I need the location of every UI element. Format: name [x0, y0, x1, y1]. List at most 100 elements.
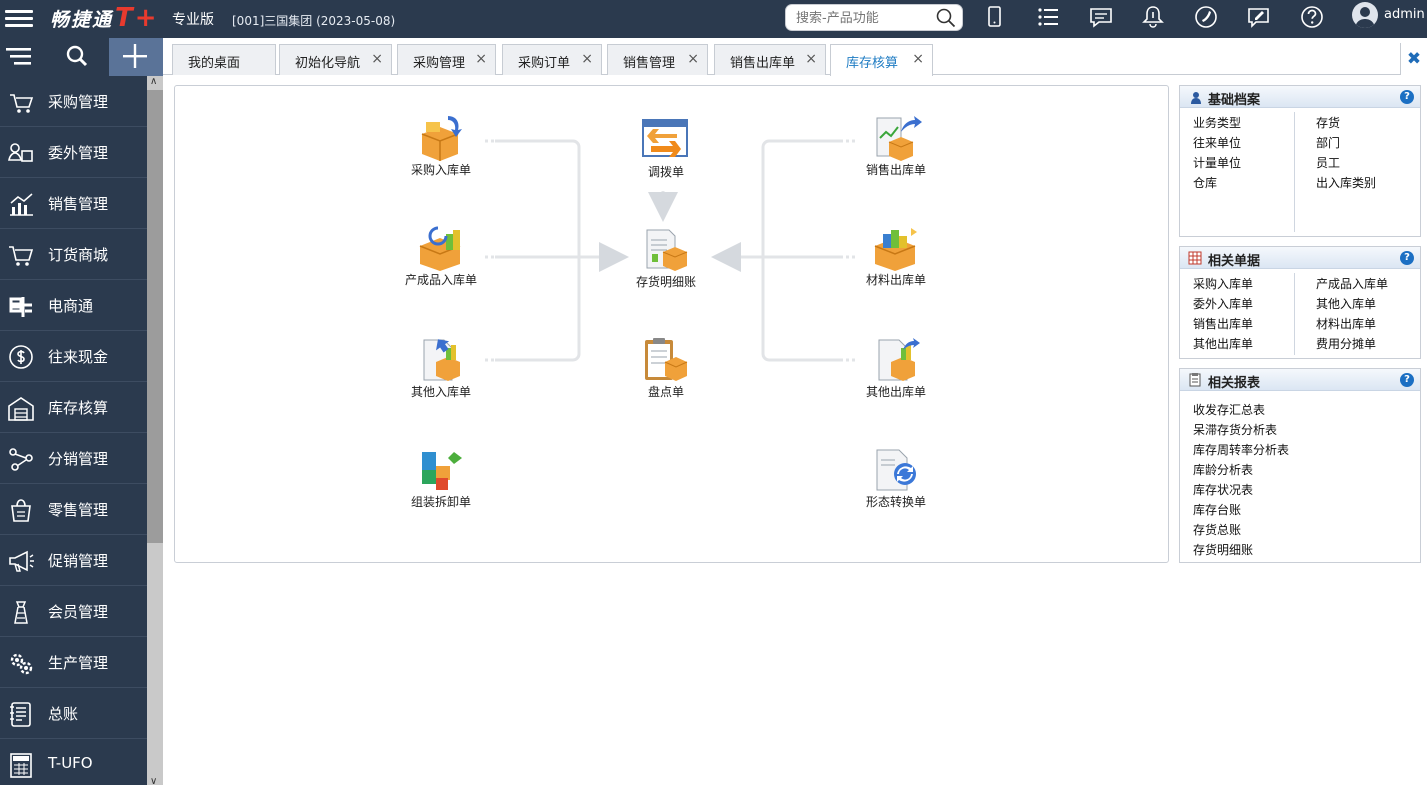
mobile-icon[interactable] — [980, 3, 1008, 31]
scroll-thumb[interactable] — [147, 90, 163, 543]
panel-link[interactable]: 采购入库单 — [1193, 277, 1254, 291]
panel-link[interactable]: 销售出库单 — [1193, 317, 1254, 331]
close-icon[interactable]: × — [475, 51, 487, 67]
flow-sales-out[interactable]: 销售出库单 — [846, 114, 946, 177]
report-link[interactable]: 收发存汇总表 — [1193, 403, 1266, 417]
flow-transfer[interactable]: 调拨单 — [616, 116, 716, 179]
panel-link[interactable]: 材料出库单 — [1316, 317, 1377, 331]
nav-item-2[interactable]: 委外管理 — [0, 127, 147, 178]
close-all-tabs-button[interactable]: ✖ — [1400, 43, 1427, 75]
tab-5[interactable]: 销售管理× — [607, 44, 708, 75]
panel-link[interactable]: 部门 — [1316, 136, 1341, 150]
list-icon[interactable] — [1034, 3, 1062, 31]
panel-link[interactable]: 业务类型 — [1193, 116, 1242, 130]
bell-icon[interactable] — [1139, 3, 1167, 31]
nav-item-1[interactable]: 采购管理 — [0, 76, 147, 127]
panel-link[interactable]: 计量单位 — [1193, 156, 1242, 170]
gears-icon — [10, 653, 33, 675]
panel-link[interactable]: 产成品入库单 — [1316, 277, 1389, 291]
flow-material-out[interactable]: 材料出库单 — [846, 224, 946, 287]
tab-6[interactable]: 销售出库单× — [714, 44, 826, 75]
nav-add-button[interactable] — [109, 38, 163, 76]
flow-other-in[interactable]: 其他入库单 — [391, 336, 491, 399]
nav-item-8[interactable]: 分销管理 — [0, 433, 147, 484]
panel-link[interactable]: 往来单位 — [1193, 136, 1242, 150]
nav-item-7[interactable]: 库存核算 — [0, 382, 147, 433]
message-icon[interactable] — [1087, 3, 1115, 31]
panel-link[interactable]: 其他入库单 — [1316, 297, 1377, 311]
nav-item-11[interactable]: 会员管理 — [0, 586, 147, 637]
chart-box-out-icon — [876, 116, 922, 161]
nav-item-10[interactable]: 促销管理 — [0, 535, 147, 586]
panel-link[interactable]: 其他出库单 — [1193, 337, 1254, 351]
close-icon[interactable]: × — [371, 51, 383, 67]
search-icon — [66, 45, 88, 67]
tab-1[interactable]: 我的桌面 — [172, 44, 276, 75]
scroll-up-icon[interactable]: ∧ — [150, 76, 158, 87]
panel-link[interactable]: 出入库类别 — [1316, 176, 1377, 190]
nav-item-label: 销售管理 — [48, 195, 109, 213]
cubes-assembly-icon — [422, 452, 462, 490]
tab-label: 库存核算 — [846, 56, 899, 71]
flow-purchase-in[interactable]: 采购入库单 — [391, 114, 491, 177]
nav-item-9[interactable]: 零售管理 — [0, 484, 147, 535]
nav-search-button[interactable] — [54, 38, 108, 76]
close-icon[interactable]: × — [805, 51, 817, 67]
panel-link[interactable]: 员工 — [1316, 156, 1341, 170]
close-icon[interactable]: × — [687, 51, 699, 67]
flow-other-out[interactable]: 其他出库单 — [846, 336, 946, 399]
nav-item-13[interactable]: 总账 — [0, 688, 147, 739]
main-menu-icon[interactable] — [5, 6, 33, 30]
panel-link[interactable]: 费用分摊单 — [1316, 337, 1377, 351]
panel-link[interactable]: 仓库 — [1193, 176, 1218, 190]
panel-link[interactable]: 委外入库单 — [1193, 297, 1254, 311]
nav-item-label: 订货商城 — [48, 246, 109, 264]
tab-3[interactable]: 采购管理× — [397, 44, 496, 75]
report-link[interactable]: 库龄分析表 — [1193, 463, 1254, 477]
nav-item-5[interactable]: 电商通 — [0, 280, 147, 331]
nav-item-14[interactable]: T-UFO — [0, 739, 147, 785]
search-input[interactable] — [796, 9, 936, 27]
user-archive-icon — [1191, 92, 1201, 104]
search-icon[interactable] — [936, 8, 956, 28]
nav-item-4[interactable]: 订货商城 — [0, 229, 147, 280]
report-link[interactable]: 存货总账 — [1193, 523, 1242, 537]
flow-stock-detail[interactable]: 存货明细账 — [616, 226, 716, 289]
panel-header: 相关单据 ? — [1180, 247, 1420, 269]
related-reports-list: 收发存汇总表呆滞存货分析表库存周转率分析表库龄分析表库存状况表库存台账存货总账存… — [1180, 391, 1420, 562]
flow-stocktake[interactable]: 盘点单 — [616, 336, 716, 399]
nav-item-label: 委外管理 — [48, 144, 109, 162]
avatar[interactable] — [1352, 2, 1378, 28]
tab-bar: 我的桌面初始化导航×采购管理×采购订单×销售管理×销售出库单×库存核算× — [163, 38, 1427, 76]
flow-form-convert[interactable]: 形态转换单 — [846, 446, 946, 509]
chat-edit-icon[interactable] — [1245, 3, 1273, 31]
nav-scrollbar[interactable]: ∧ ∨ — [147, 76, 163, 787]
help-icon[interactable] — [1298, 3, 1326, 31]
close-icon[interactable]: × — [581, 51, 593, 67]
tab-label: 初始化导航 — [295, 56, 361, 71]
help-icon[interactable]: ? — [1400, 373, 1414, 387]
report-link[interactable]: 库存状况表 — [1193, 483, 1254, 497]
nav-item-6[interactable]: 往来现金 — [0, 331, 147, 382]
flow-assembly[interactable]: 组装拆卸单 — [391, 446, 491, 509]
search-box[interactable] — [785, 4, 963, 31]
scroll-down-icon[interactable]: ∨ — [150, 776, 158, 787]
nav-item-3[interactable]: 销售管理 — [0, 178, 147, 229]
help-icon[interactable]: ? — [1400, 90, 1414, 104]
help-icon[interactable]: ? — [1400, 251, 1414, 265]
user-name: admin — [1384, 7, 1425, 22]
phone-icon[interactable] — [1192, 3, 1220, 31]
panel-link[interactable]: 存货 — [1316, 116, 1341, 130]
report-link[interactable]: 库存周转率分析表 — [1193, 443, 1290, 457]
report-link[interactable]: 存货明细账 — [1193, 543, 1254, 557]
flow-product-in[interactable]: 产成品入库单 — [391, 224, 491, 287]
tab-4[interactable]: 采购订单× — [502, 44, 602, 75]
tab-7[interactable]: 库存核算 × — [830, 44, 933, 76]
report-link[interactable]: 库存台账 — [1193, 503, 1242, 517]
close-icon[interactable]: × — [912, 51, 924, 67]
nav-item-12[interactable]: 生产管理 — [0, 637, 147, 688]
report-link[interactable]: 呆滞存货分析表 — [1193, 423, 1278, 437]
collapse-nav-button[interactable] — [0, 38, 54, 76]
tab-2[interactable]: 初始化导航 × — [279, 44, 392, 75]
dollar-icon — [9, 345, 33, 369]
